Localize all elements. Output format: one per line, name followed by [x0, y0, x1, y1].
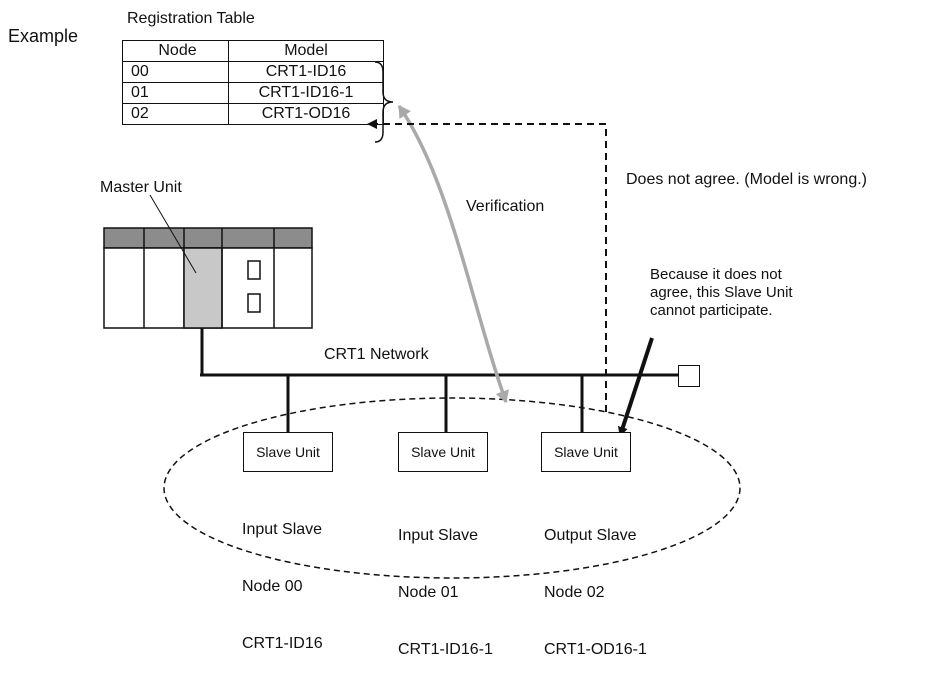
slave-unit-box-02: Slave Unit [541, 432, 631, 472]
because-label-line1: Because it does not [650, 266, 782, 283]
network-label: CRT1 Network [324, 346, 429, 363]
table-title: Registration Table [127, 10, 255, 27]
slave-unit-box-00: Slave Unit [243, 432, 333, 472]
table-row: 00 CRT1-ID16 [122, 61, 384, 83]
table-cell-model: CRT1-ID16 [228, 61, 384, 83]
network-terminator [678, 365, 700, 387]
slave-model: CRT1-ID16-1 [398, 641, 493, 658]
slave-model: CRT1-ID16 [242, 635, 323, 652]
slave-type: Output Slave [544, 527, 637, 544]
rejection-arrow [618, 337, 654, 437]
table-header-node: Node [122, 40, 229, 62]
slave-unit-box-01: Slave Unit [398, 432, 488, 472]
table-row: 01 CRT1-ID16-1 [122, 82, 384, 104]
slave-type: Input Slave [398, 527, 479, 544]
table-cell-node: 02 [122, 103, 229, 125]
slave-info-02: Output Slave Node 02 CRT1-OD16-1 [544, 488, 647, 678]
master-rack [103, 227, 313, 329]
verification-label: Verification [466, 198, 545, 215]
registration-table: Node Model 00 CRT1-ID16 01 CRT1-ID16-1 0… [122, 40, 384, 125]
table-cell-node: 01 [122, 82, 229, 104]
because-label-line3: cannot participate. [650, 302, 773, 319]
example-label: Example [8, 26, 79, 46]
slave-node: Node 00 [242, 578, 303, 595]
slave-node: Node 01 [398, 584, 459, 601]
master-unit-label: Master Unit [100, 179, 182, 196]
diagram-canvas [103, 61, 741, 579]
verification-arrow [397, 105, 509, 403]
does-not-agree-label: Does not agree. (Model is wrong.) [626, 171, 867, 188]
table-cell-node: 00 [122, 61, 229, 83]
indicator-top [247, 260, 261, 280]
table-cell-model: CRT1-ID16-1 [228, 82, 384, 104]
table-row: 02 CRT1-OD16 [122, 103, 384, 125]
slave-node: Node 02 [544, 584, 605, 601]
slave-type: Input Slave [242, 521, 323, 538]
table-cell-model: CRT1-OD16 [228, 103, 384, 125]
master-unit-leader [149, 194, 197, 274]
mismatch-dashed-line [367, 119, 607, 412]
because-label-line2: agree, this Slave Unit [650, 284, 793, 301]
slave-model: CRT1-OD16-1 [544, 641, 647, 658]
table-header-row: Node Model [122, 40, 384, 62]
slave-info-01: Input Slave Node 01 CRT1-ID16-1 [398, 488, 493, 678]
table-header-model: Model [228, 40, 384, 62]
slave-info-00: Input Slave Node 00 CRT1-ID16 [242, 482, 323, 672]
network-trunk [200, 328, 678, 432]
master-unit-slot [183, 247, 223, 329]
indicator-bottom [247, 293, 261, 313]
